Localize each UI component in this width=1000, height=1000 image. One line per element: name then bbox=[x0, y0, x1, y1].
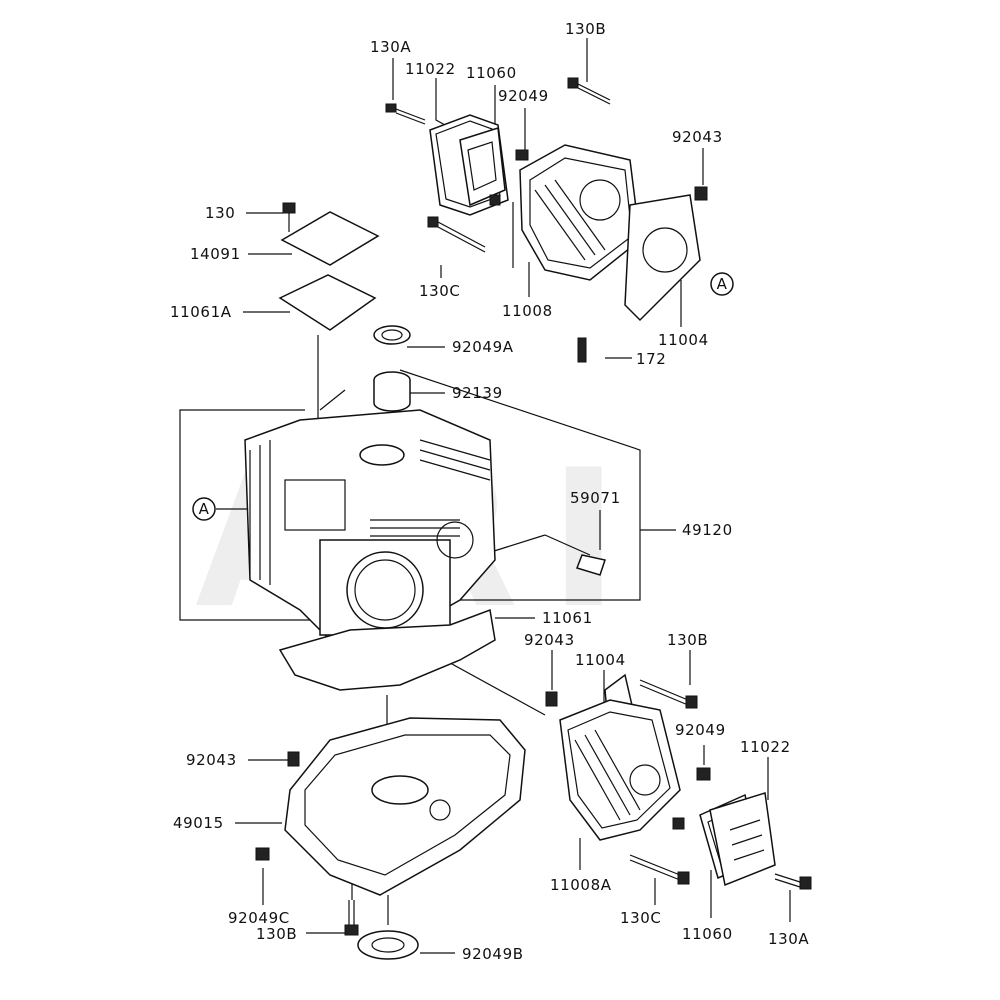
label-92049-bottom: 92049 bbox=[675, 721, 726, 739]
nut-92049c bbox=[255, 847, 270, 861]
crankcase-49120 bbox=[244, 409, 496, 641]
roller-59071 bbox=[576, 554, 606, 576]
label-172: 172 bbox=[636, 350, 666, 368]
dowel-92043-top bbox=[694, 186, 708, 201]
bushing-92139 bbox=[373, 371, 411, 412]
part-labels: 130A 11022 11060 130B 92049 92043 130 14… bbox=[170, 20, 809, 963]
label-130a-top: 130A bbox=[370, 38, 411, 56]
oil-seal-92049a bbox=[373, 325, 411, 345]
nut-92049-top-b bbox=[489, 194, 501, 206]
cover-plate-14091 bbox=[280, 211, 380, 266]
screw-130 bbox=[282, 202, 296, 232]
label-92049b: 92049B bbox=[462, 945, 524, 963]
gasket-11060-top bbox=[459, 127, 506, 207]
label-130b-top: 130B bbox=[565, 20, 606, 38]
stud-172 bbox=[577, 337, 587, 363]
label-11004-bottom: 11004 bbox=[575, 651, 626, 669]
label-11061a: 11061A bbox=[170, 303, 232, 321]
nut-92049-bottom-b bbox=[672, 817, 685, 830]
bolt-130a-top bbox=[385, 103, 426, 125]
rocker-cover-11022-bottom bbox=[709, 792, 776, 887]
bolt-130b-top bbox=[567, 77, 611, 105]
oil-sump-49015 bbox=[284, 717, 526, 896]
bolt-130c-bottom bbox=[629, 854, 690, 885]
svg-text:A: A bbox=[199, 500, 210, 518]
label-92139: 92139 bbox=[452, 384, 503, 402]
bolt-130b-left bbox=[344, 900, 359, 936]
gasket-11061 bbox=[278, 608, 496, 691]
bolt-130b-bottom bbox=[639, 679, 698, 709]
ref-marker-a-right: A bbox=[710, 272, 734, 296]
cylinder-head-11008a bbox=[559, 699, 681, 841]
label-11008: 11008 bbox=[502, 302, 553, 320]
label-11060-top: 11060 bbox=[466, 64, 517, 82]
head-gasket-11004-top bbox=[624, 194, 701, 322]
label-92049c: 92049C bbox=[228, 909, 290, 927]
label-130b-left: 130B bbox=[256, 925, 297, 943]
label-11060-bottom: 11060 bbox=[682, 925, 733, 943]
label-92049-top: 92049 bbox=[498, 87, 549, 105]
nut-92049-top bbox=[515, 149, 529, 161]
ref-marker-a-left: A bbox=[192, 497, 216, 521]
cylinder-head-11008 bbox=[519, 144, 641, 281]
dowel-92043-mid bbox=[545, 691, 558, 707]
label-11022-top: 11022 bbox=[405, 60, 456, 78]
oil-seal-92049b bbox=[357, 930, 419, 960]
label-130c-bottom: 130C bbox=[620, 909, 662, 927]
bolt-130c-top bbox=[427, 216, 486, 253]
label-14091: 14091 bbox=[190, 245, 241, 263]
dowel-92043-left bbox=[287, 751, 300, 767]
label-59071: 59071 bbox=[570, 489, 621, 507]
label-11008a: 11008A bbox=[550, 876, 612, 894]
label-49015: 49015 bbox=[173, 814, 224, 832]
label-92049a: 92049A bbox=[452, 338, 514, 356]
label-49120: 49120 bbox=[682, 521, 733, 539]
label-11022-bottom: 11022 bbox=[740, 738, 791, 756]
gasket-11061a bbox=[278, 274, 377, 331]
svg-text:A: A bbox=[717, 275, 728, 293]
label-130a-bottom: 130A bbox=[768, 930, 809, 948]
label-11061: 11061 bbox=[542, 609, 593, 627]
label-92043-mid: 92043 bbox=[524, 631, 575, 649]
label-11004-top: 11004 bbox=[658, 331, 709, 349]
label-130-top: 130 bbox=[205, 204, 235, 222]
label-130b-bottom: 130B bbox=[667, 631, 708, 649]
bolt-130a-bottom bbox=[774, 873, 812, 890]
label-92043-left: 92043 bbox=[186, 751, 237, 769]
nut-92049-bottom bbox=[696, 767, 711, 781]
label-130c-top: 130C bbox=[419, 282, 461, 300]
label-92043-top: 92043 bbox=[672, 128, 723, 146]
